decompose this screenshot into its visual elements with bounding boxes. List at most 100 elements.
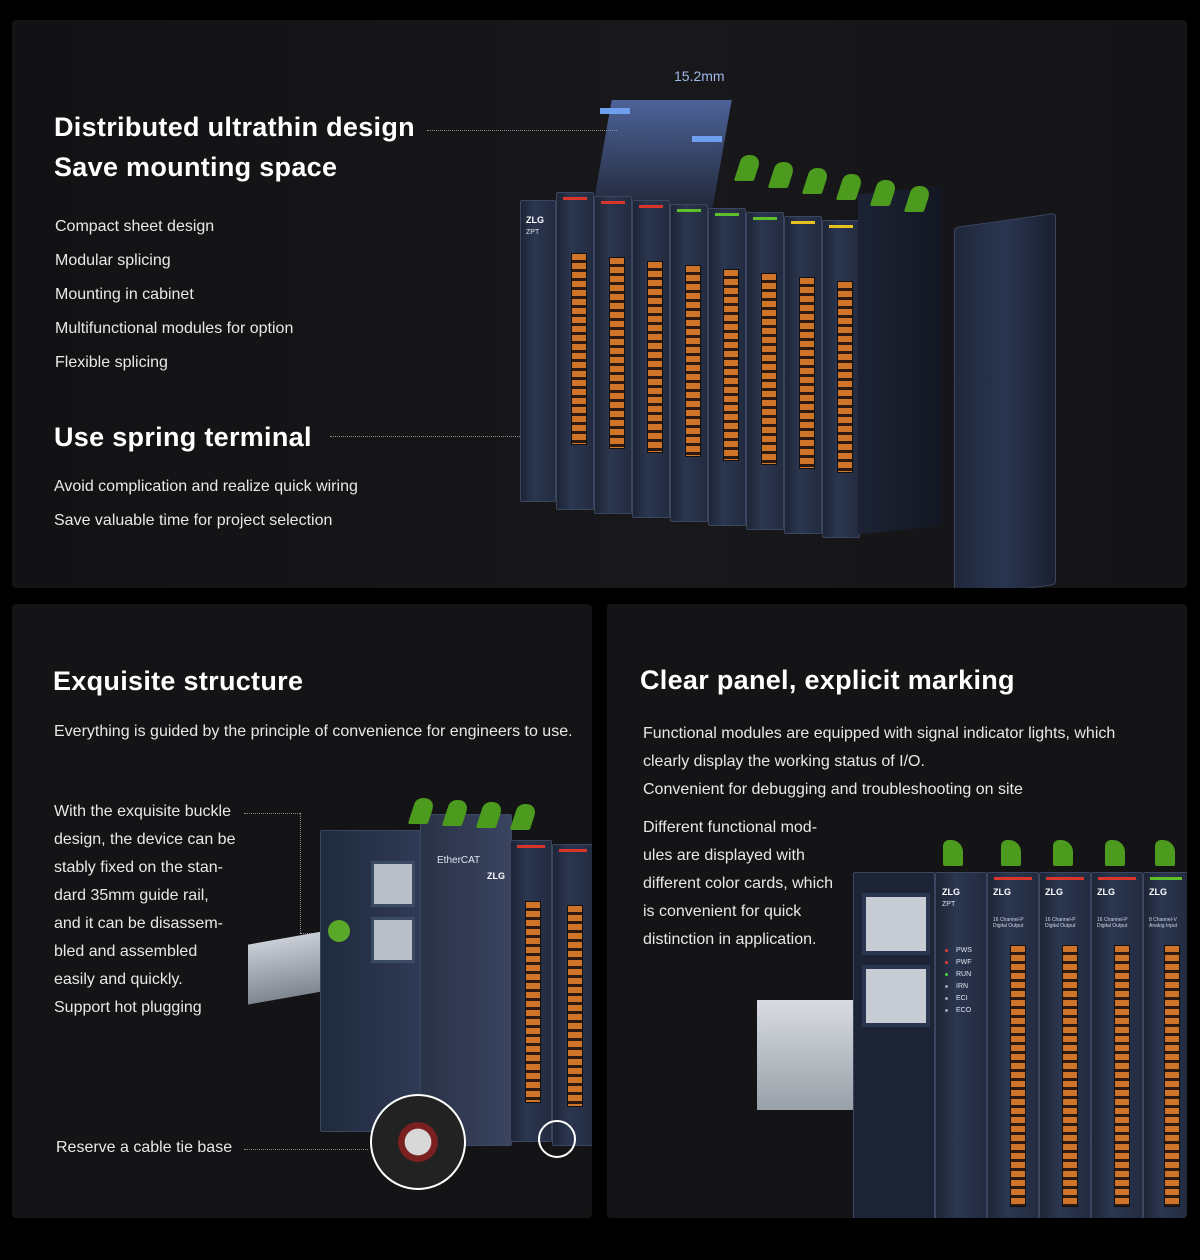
- buckle-clip-icon: [509, 804, 539, 830]
- panel-description: Functional modules are equipped with sig…: [643, 720, 1115, 804]
- cable-tie-label: Reserve a cable tie base: [56, 1139, 233, 1156]
- buckle-line: With the exquisite buckle: [54, 803, 231, 820]
- section-exquisite-structure: Exquisite structure Everything is guided…: [12, 604, 592, 1218]
- feature-item: Compact sheet design: [55, 218, 215, 235]
- status-led-pws: [945, 949, 948, 952]
- spring-point: Avoid complication and realize quick wir…: [54, 478, 358, 495]
- ethernet-port-icon: [862, 965, 930, 1027]
- color-desc-line: ules are displayed with: [643, 847, 805, 864]
- color-card-red: [994, 877, 1032, 880]
- color-desc-line: distinction in application.: [643, 931, 817, 948]
- panel-desc-line: Convenient for debugging and troubleshoo…: [643, 781, 1023, 798]
- feature-item: Flexible splicing: [55, 354, 168, 371]
- buckle-line: stably fixed on the stan-: [54, 859, 223, 876]
- io-module-red: [552, 844, 592, 1146]
- buckle-clip-icon: [801, 168, 831, 194]
- led-label-irn: IRN: [956, 983, 969, 990]
- section-distributed-design: Distributed ultrathin design Save mounti…: [12, 20, 1187, 588]
- buckle-line: design, the device can be: [54, 831, 236, 848]
- spring-terminal: [685, 265, 701, 457]
- heading-save-mounting-space: Save mounting space: [54, 152, 338, 182]
- spring-terminal: [1164, 945, 1180, 1207]
- buckle-clip-icon: [1105, 840, 1125, 866]
- cable-tie-zoom-circle: [370, 1094, 466, 1190]
- buckle-clip-icon: [767, 162, 797, 188]
- brand-logo: ZLG: [1149, 887, 1167, 897]
- io-module-stack-image: 15.2mm ZLG ZPT: [502, 60, 1062, 588]
- ethernet-port-icon: [862, 893, 930, 955]
- heading-exquisite-structure: Exquisite structure: [53, 666, 304, 696]
- color-card-yellow: [829, 225, 853, 228]
- structure-subtitle: Everything is guided by the principle of…: [54, 723, 573, 740]
- spring-terminal: [1114, 945, 1130, 1207]
- callout-line-spring: [330, 436, 552, 437]
- io-module-red: [594, 196, 632, 514]
- color-card-description: Different functional mod- ules are displ…: [643, 814, 833, 954]
- led-label-eci: ECI: [956, 995, 968, 1002]
- status-led-eci: [945, 997, 948, 1000]
- module-side-body: [858, 185, 942, 535]
- led-label-eco: ECO: [956, 1007, 972, 1014]
- spring-terminal: [571, 253, 587, 445]
- din-rail: [757, 1000, 857, 1110]
- coupler-module: ZLG ZPT: [520, 200, 556, 502]
- buckle-clip-icon: [943, 840, 963, 866]
- callout-line-ultrathin: [427, 130, 617, 131]
- buckle-line: bled and assembled: [54, 943, 198, 960]
- spring-terminal: [609, 257, 625, 449]
- arrow-right-icon: [600, 108, 630, 114]
- buckle-clip-icon: [1155, 840, 1175, 866]
- buckle-rail-image: EtherCAT ZLG: [248, 794, 592, 1194]
- status-led-run: [945, 973, 948, 976]
- spring-terminal: [761, 273, 777, 465]
- status-module: ZLG ZPT PWS PWF RUN IRN ECI ECO: [935, 872, 987, 1218]
- color-card-red: [601, 201, 625, 204]
- buckle-description: With the exquisite buckle design, the de…: [54, 798, 235, 1022]
- module-label: 16 Channel-P Digital Output: [993, 917, 1024, 929]
- brand-logo: ZLG: [993, 887, 1011, 897]
- io-module-red: ZLG 16 Channel-P Digital Output: [1091, 872, 1143, 1218]
- heading-distributed-ultrathin: Distributed ultrathin design: [54, 112, 415, 142]
- io-module-green: [670, 204, 708, 522]
- buckle-line: and it can be disassem-: [54, 915, 223, 932]
- color-card-red: [517, 845, 545, 848]
- panel-desc-line: clearly display the working status of I/…: [643, 753, 925, 770]
- cable-tie-locator-circle: [538, 1120, 576, 1158]
- status-led-pwf: [945, 961, 948, 964]
- color-card-red: [1098, 877, 1136, 880]
- spring-point: Save valuable time for project selection: [54, 512, 333, 529]
- ethernet-port-icon: [371, 861, 415, 907]
- ethernet-port-icon: [371, 917, 415, 963]
- led-label-run: RUN: [956, 971, 972, 978]
- spring-terminal: [567, 905, 583, 1107]
- brand-logo: ZLG: [1097, 887, 1115, 897]
- feature-item: Modular splicing: [55, 252, 171, 269]
- feature-item: Mounting in cabinet: [55, 286, 194, 303]
- spring-terminal: [647, 261, 663, 453]
- coupler-model: ZPT: [942, 901, 956, 908]
- spring-terminal: [723, 269, 739, 461]
- buckle-clip-icon: [1053, 840, 1073, 866]
- ethercat-label: EtherCAT: [437, 855, 481, 866]
- color-desc-line: is convenient for quick: [643, 903, 802, 920]
- color-desc-line: different color cards, which: [643, 875, 834, 892]
- brand-logo: ZLG: [487, 871, 505, 881]
- led-label-pwf: PWF: [956, 959, 972, 966]
- coupler-side-view: [320, 830, 422, 1132]
- color-card-red: [559, 849, 587, 852]
- callout-line-cable-tie: [244, 1149, 368, 1150]
- buckle-line: easily and quickly.: [54, 971, 183, 988]
- spring-terminal: [799, 277, 815, 469]
- spring-terminal: [837, 281, 853, 473]
- io-module-red: [556, 192, 594, 510]
- led-label-pws: PWS: [956, 947, 972, 954]
- panel-desc-line: Functional modules are equipped with sig…: [643, 725, 1116, 742]
- io-module-red: [510, 840, 552, 1142]
- status-led-eco: [945, 1009, 948, 1012]
- dimension-label: 15.2mm: [674, 68, 725, 84]
- module-label: 16 Channel-P Digital Output: [1097, 917, 1128, 929]
- color-card-green: [715, 213, 739, 216]
- color-card-red: [563, 197, 587, 200]
